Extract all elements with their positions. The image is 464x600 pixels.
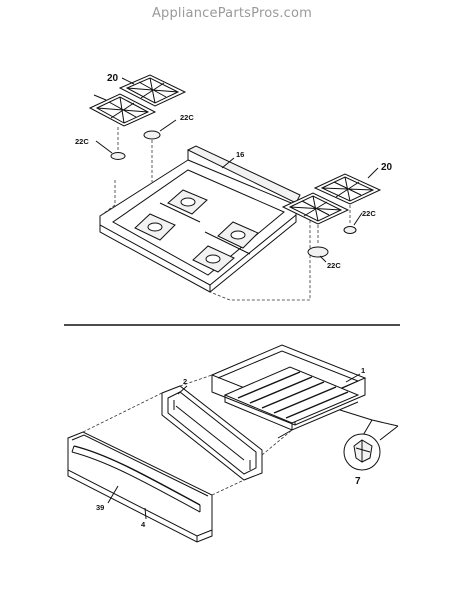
cooktop-assembly [88, 74, 382, 301]
grate-left-pair[interactable] [88, 74, 187, 150]
drawer-front-part[interactable] [67, 392, 245, 543]
drawer-body-part[interactable] [210, 344, 373, 439]
callout-16-cooktop: 16 [236, 150, 244, 159]
callout-22c-right-top: 22C [362, 209, 376, 218]
callout-20-right: 20 [381, 162, 393, 173]
burner-cap-right-top[interactable] [343, 226, 357, 234]
callout-4-drawer-front: 4 [141, 520, 146, 529]
drawer-panel-part[interactable] [161, 374, 293, 481]
callout-22c-left-inner: 22C [180, 113, 194, 122]
clip-detail-part[interactable] [343, 419, 399, 471]
burner-cap-left-inner[interactable] [143, 130, 161, 140]
callout-7-clip: 7 [355, 476, 361, 487]
burner-cap-right-bottom[interactable] [307, 246, 329, 258]
callout-22c-left-outer: 22C [75, 137, 89, 146]
drawer-assembly [67, 344, 399, 543]
callout-39-trim: 39 [96, 503, 104, 512]
site-watermark: AppliancePartsPros.com [151, 6, 313, 21]
callout-2-panel: 2 [183, 377, 187, 386]
burner-cap-left-outer[interactable] [110, 152, 126, 160]
grate-right-pair[interactable] [281, 173, 382, 245]
callout-22c-right-bottom: 22C [327, 261, 341, 270]
callout-1-drawer-body: 1 [361, 366, 365, 375]
callout-20-top-left: 20 [107, 73, 119, 84]
cooktop-part[interactable] [99, 140, 311, 301]
